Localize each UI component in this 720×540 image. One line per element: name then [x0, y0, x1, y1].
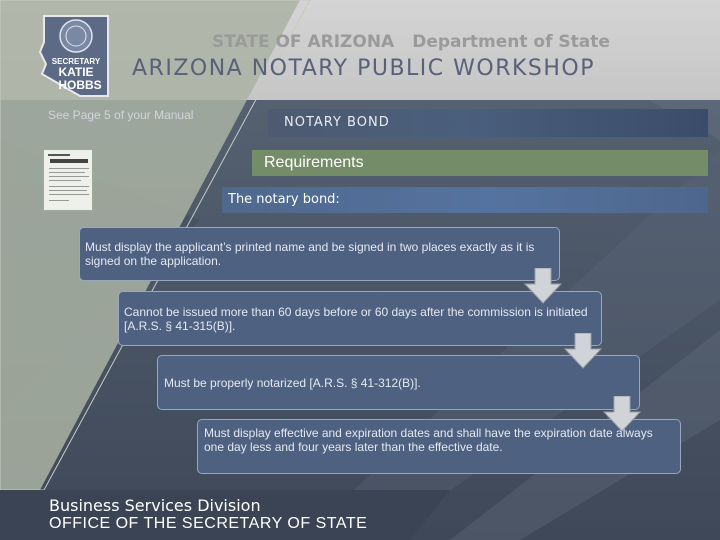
- thumbnail-title: [50, 159, 88, 163]
- intro-bar: The notary bond:: [222, 187, 708, 213]
- requirement-text-3: Must be properly notarized [A.R.S. § 41-…: [164, 376, 421, 390]
- down-arrow-icon: [524, 268, 562, 304]
- logo-line2: KATIE: [58, 65, 93, 79]
- footer-office: OFFICE OF THE SECRETARY OF STATE: [49, 515, 368, 532]
- arizona-logo: SECRETARY KATIE HOBBS: [38, 15, 109, 97]
- down-arrow-icon: [603, 396, 641, 432]
- requirement-text-2: Cannot be issued more than 60 days befor…: [124, 305, 588, 333]
- requirement-item-2: Cannot be issued more than 60 days befor…: [118, 291, 602, 346]
- section-title-bar: NOTARY BOND: [268, 109, 708, 137]
- department-label: Department of State: [412, 32, 610, 52]
- page-title: ARIZONA NOTARY PUBLIC WORKSHOP: [132, 56, 596, 81]
- requirement-text-4: Must display effective and expiration da…: [204, 426, 653, 454]
- department-title: STATE OF ARIZONA Department of State: [212, 32, 610, 52]
- surety-bond-thumbnail: [42, 148, 94, 212]
- requirement-item-4: Must display effective and expiration da…: [197, 419, 681, 474]
- requirements-label: Requirements: [264, 154, 364, 171]
- requirement-text-1: Must display the applicant’s printed nam…: [85, 240, 535, 268]
- footer-division: Business Services Division: [49, 496, 261, 515]
- manual-reference: See Page 5 of your Manual: [48, 108, 194, 122]
- down-arrow-icon: [564, 333, 602, 369]
- intro-text: The notary bond:: [228, 192, 340, 207]
- logo-line1: SECRETARY: [52, 57, 101, 66]
- requirement-item-1: Must display the applicant’s printed nam…: [79, 227, 560, 281]
- state-label: STATE OF ARIZONA: [212, 32, 395, 52]
- requirements-bar: Requirements: [252, 150, 708, 176]
- requirement-item-3: Must be properly notarized [A.R.S. § 41-…: [157, 355, 640, 410]
- section-title: NOTARY BOND: [284, 115, 390, 130]
- logo-line3: HOBBS: [58, 78, 101, 92]
